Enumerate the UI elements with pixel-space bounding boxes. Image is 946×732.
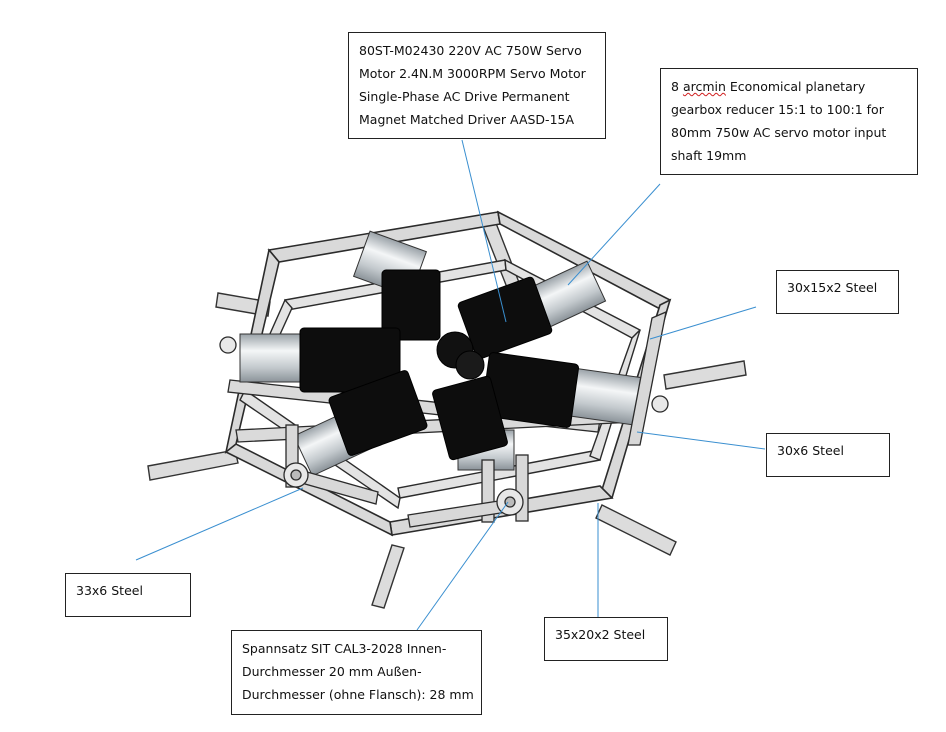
servo-motor-line-1: 80ST-M02430 220V AC 750W Servo [359,43,582,58]
bracket-right [219,310,669,446]
gearbox-line-1-rest: Economical planetary [725,79,866,94]
servo-motor-line-2: Motor 2.4N.M 3000RPM Servo Motor [359,66,586,81]
motor-3 [239,327,401,393]
callout-gearbox: 8 arcmin Economical planetary gearbox re… [660,68,918,175]
leader-lines [135,139,766,631]
clamping-line-1: Spannsatz SIT CAL3-2028 Innen- [242,641,447,656]
leg-front-right [595,504,677,556]
motor-1 [352,230,441,341]
callout-clamping-set: Spannsatz SIT CAL3-2028 Innen- Durchmess… [231,630,482,715]
leader-30x6 [636,431,766,450]
gearbox-spellcheck-word: arcmin [682,79,726,94]
bracket-left [283,424,379,505]
motor-5 [293,370,428,477]
callout-servo-motor: 80ST-M02430 220V AC 750W Servo Motor 2.4… [348,32,606,139]
center-hub [436,331,485,380]
gearbox-line-4: shaft 19mm [671,148,747,163]
callout-steel-33x6: 33x6 Steel [65,573,191,617]
gearbox-line-1-lead: 8 [671,79,683,94]
leader-gearbox [567,183,661,286]
gearbox-line-1: 8 arcmin Economical planetary [671,75,907,98]
servo-motor-line-3: Single-Phase AC Drive Permanent [359,89,570,104]
leader-33x6 [135,487,304,561]
clamping-line-2: Durchmesser 20 mm Außen- [242,664,422,679]
bracket-front [407,454,529,528]
clamping-line-3: Durchmesser (ohne Flansch): 28 mm [242,687,474,702]
leader-clamping [416,501,509,631]
leader-30x15x2 [649,306,757,340]
steel-33x6-label: 33x6 Steel [76,583,143,598]
steel-30x6-label: 30x6 Steel [777,443,844,458]
leg-left-lower [147,449,239,481]
callout-steel-35x20x2: 35x20x2 Steel [544,617,668,661]
servo-motor-line-4: Magnet Matched Driver AASD-15A [359,112,575,127]
motor-4 [481,352,644,428]
leader-servo-motor [461,139,507,323]
leg-right [663,360,747,390]
leg-front-left [371,544,405,609]
gearbox-line-2: gearbox reducer 15:1 to 100:1 for [671,102,884,117]
steel-35x20x2-label: 35x20x2 Steel [555,627,646,642]
gearbox-line-3: 80mm 750w AC servo motor input [671,125,887,140]
motor-6 [432,375,515,471]
callout-steel-30x15x2: 30x15x2 Steel [776,270,899,314]
callout-steel-30x6: 30x6 Steel [766,433,890,477]
steel-30x15x2-label: 30x15x2 Steel [787,280,878,295]
